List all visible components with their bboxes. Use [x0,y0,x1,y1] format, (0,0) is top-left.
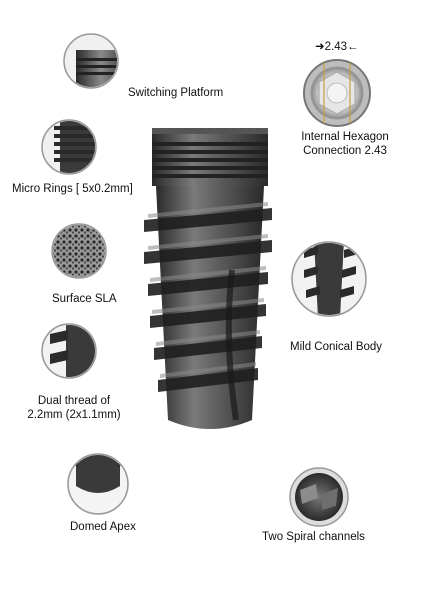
domed-apex-label: Domed Apex [70,521,136,533]
spiral-channels-icon [288,466,350,528]
switching-platform-icon [62,32,120,90]
micro-rings-icon [40,118,98,176]
internal-hexagon-label: Internal Hexagon Connection 2.43 [301,131,389,157]
dual-thread-label: Dual thread of 2.2mm (2x1.1mm) [27,395,121,421]
micro-rings-label: Micro Rings [ 5x0.2mm] [12,183,133,195]
internal-hexagon-icon [302,58,372,128]
arrow-left-icon: ← [347,41,359,53]
spiral-channels-label: Two Spiral channels [262,531,365,543]
dual-thread-icon [40,322,98,380]
conical-body-icon [290,240,368,318]
surface-sla-label: Surface SLA [52,293,117,305]
hexagon-dimension: ➜2.43← [315,41,359,53]
conical-body-label: Mild Conical Body [290,341,383,353]
arrow-right-icon: ➜ [315,41,325,53]
switching-platform-label: Switching Platform [128,87,224,99]
surface-sla-icon [50,222,108,280]
domed-apex-icon [66,452,130,516]
dental-implant-illustration [140,120,280,455]
